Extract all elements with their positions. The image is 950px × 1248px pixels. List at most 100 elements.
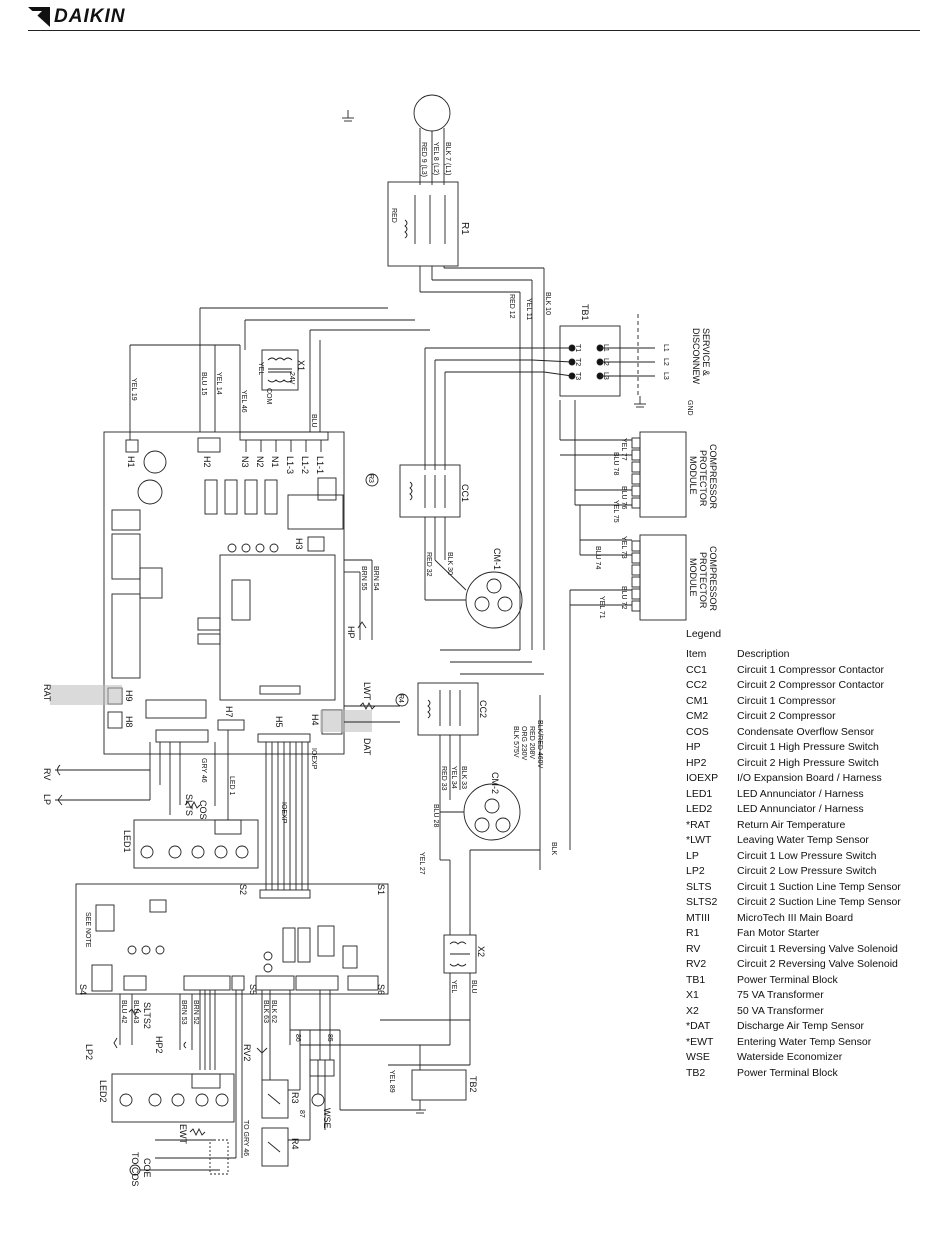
compressor-protector-module-1 bbox=[639, 431, 687, 518]
legend-col-item: Item bbox=[686, 648, 707, 660]
label-rv: RV bbox=[42, 768, 52, 780]
header-h2 bbox=[197, 437, 221, 453]
legend-item-description: MicroTech III Main Board bbox=[737, 911, 854, 924]
legend-item-description: 75 VA Transformer bbox=[737, 989, 824, 1001]
ioexp-harness bbox=[265, 742, 309, 890]
legend-item-code: LP bbox=[686, 849, 699, 862]
label-s4: S4 bbox=[78, 984, 88, 995]
wire-blu74: BLU 74 bbox=[594, 546, 601, 569]
wire-blk63: BLK 63 bbox=[262, 1000, 269, 1023]
label-see-note: SEE NOTE bbox=[84, 912, 91, 948]
label-24v: 24V bbox=[288, 372, 295, 385]
label-h1: H1 bbox=[126, 456, 136, 468]
x1-transformer bbox=[261, 349, 299, 391]
r3-relay bbox=[261, 1079, 289, 1119]
label-service: SERVICE & bbox=[701, 328, 711, 376]
brand-logo: DAIKIN bbox=[28, 6, 125, 28]
label-cpm2-b: PROTECTOR bbox=[698, 552, 708, 609]
label-ioexp-board: IOEXP bbox=[310, 748, 317, 770]
label-rat: RAT bbox=[42, 684, 52, 702]
label-slts2: SLTS2 bbox=[142, 1002, 152, 1029]
wire-yel71: YEL 71 bbox=[598, 596, 605, 619]
legend-item-description: Circuit 2 Low Pressure Switch bbox=[737, 865, 877, 877]
label-cos: COS bbox=[198, 800, 208, 820]
wire-ioexp: IOEXP bbox=[280, 802, 287, 824]
wire-85: 85 bbox=[326, 1034, 333, 1042]
legend-item-code: CM1 bbox=[686, 694, 709, 707]
label-led2: LED2 bbox=[98, 1080, 108, 1103]
wire-to-gry46: TO GRY 46 bbox=[242, 1120, 249, 1156]
wire-blk62: BLK 62 bbox=[270, 1000, 277, 1023]
label-x2: X2 bbox=[476, 946, 486, 957]
wiring-schematic: R1 TB1 X1 SERVICE & DISCONNEW GND COMPRE… bbox=[42, 94, 718, 1186]
wire-led1: LED 1 bbox=[228, 776, 235, 796]
wire-red9: RED 9 (L3) bbox=[420, 142, 427, 177]
label-h2: H2 bbox=[202, 456, 212, 468]
label-h9: H9 bbox=[124, 690, 134, 702]
legend-item-code: LP2 bbox=[686, 865, 705, 877]
legend-item-description: 50 VA Transformer bbox=[737, 1004, 824, 1017]
r1-starter bbox=[387, 181, 459, 267]
label-h7: H7 bbox=[224, 706, 234, 718]
wire-yel46: YEL 46 bbox=[240, 390, 247, 413]
cm1-compressor bbox=[465, 571, 523, 629]
brand-name: DAIKIN bbox=[54, 6, 126, 27]
legend-item-description: Condensate Overflow Sensor bbox=[737, 725, 875, 738]
label-cc1: CC1 bbox=[460, 484, 470, 502]
legend-item-code: R1 bbox=[686, 927, 700, 939]
wire-yel8: YEL 8 (L2) bbox=[432, 142, 439, 175]
wire-yel75: YEL 75 bbox=[612, 500, 619, 523]
wire-yel14: YEL 14 bbox=[215, 372, 222, 395]
label-tb1: TB1 bbox=[580, 304, 590, 321]
wire-blk33: BLK 33 bbox=[460, 766, 467, 789]
label-hp: HP bbox=[346, 626, 356, 639]
legend-item-description: Circuit 2 Compressor Contactor bbox=[737, 679, 885, 691]
terminal-t2: T2 bbox=[574, 358, 581, 366]
wire-blu76: BLU 76 bbox=[620, 486, 627, 509]
led2-annunciator bbox=[111, 1073, 235, 1123]
ioexp-board bbox=[75, 883, 389, 995]
legend-item-description: Circuit 1 Suction Line Temp Sensor bbox=[737, 880, 901, 893]
compressor-protector-module-2 bbox=[639, 534, 687, 621]
led1-annunciator bbox=[133, 819, 259, 869]
legend-item-code: *DAT bbox=[686, 1020, 711, 1032]
tb2-terminal-block bbox=[411, 1069, 467, 1101]
wire-460v: BLK/RED 460V bbox=[536, 720, 543, 769]
label-cpm1-b: PROTECTOR bbox=[698, 450, 708, 507]
label-cpm2-a: COMPRESSOR bbox=[708, 546, 718, 612]
legend-item-code: TB2 bbox=[686, 1066, 706, 1079]
wire-blu-x2: BLU bbox=[470, 980, 477, 994]
r4-coil-cc2 bbox=[395, 693, 409, 707]
wire-yel: YEL bbox=[257, 362, 264, 375]
wire-brn54: BRN 54 bbox=[372, 566, 379, 591]
legend-item-description: Circuit 1 High Pressure Switch bbox=[737, 741, 879, 753]
label-r1: R1 bbox=[459, 222, 470, 235]
legend-item-description: Circuit 2 High Pressure Switch bbox=[737, 756, 879, 769]
supply-l3: L3 bbox=[662, 372, 669, 380]
wire-blk10: BLK 10 bbox=[544, 292, 551, 315]
label-s5: S5 bbox=[248, 984, 258, 995]
legend-item-code: SLTS2 bbox=[686, 896, 718, 908]
wire-brn52: BRN 52 bbox=[192, 1000, 199, 1025]
label-h8: H8 bbox=[124, 716, 134, 728]
wire-yel11: YEL 11 bbox=[525, 298, 532, 320]
legend-item-description: Circuit 2 Reversing Valve Solenoid bbox=[737, 958, 898, 970]
wse-valve bbox=[311, 1093, 325, 1107]
legend-item-code: IOEXP bbox=[686, 772, 719, 784]
label-com: COM bbox=[265, 388, 272, 405]
wire-brn55: BRN 55 bbox=[360, 566, 367, 591]
label-gnd: GND bbox=[686, 400, 693, 416]
legend-item-description: Return Air Temperature bbox=[737, 818, 846, 831]
wire-blu28: BLU 28 bbox=[432, 804, 439, 827]
wire-blk: BLK bbox=[550, 842, 557, 856]
label-s2: S2 bbox=[238, 884, 248, 895]
supply-l2: L2 bbox=[662, 358, 669, 366]
legend-item-description: Circuit 1 Reversing Valve Solenoid bbox=[737, 942, 898, 955]
